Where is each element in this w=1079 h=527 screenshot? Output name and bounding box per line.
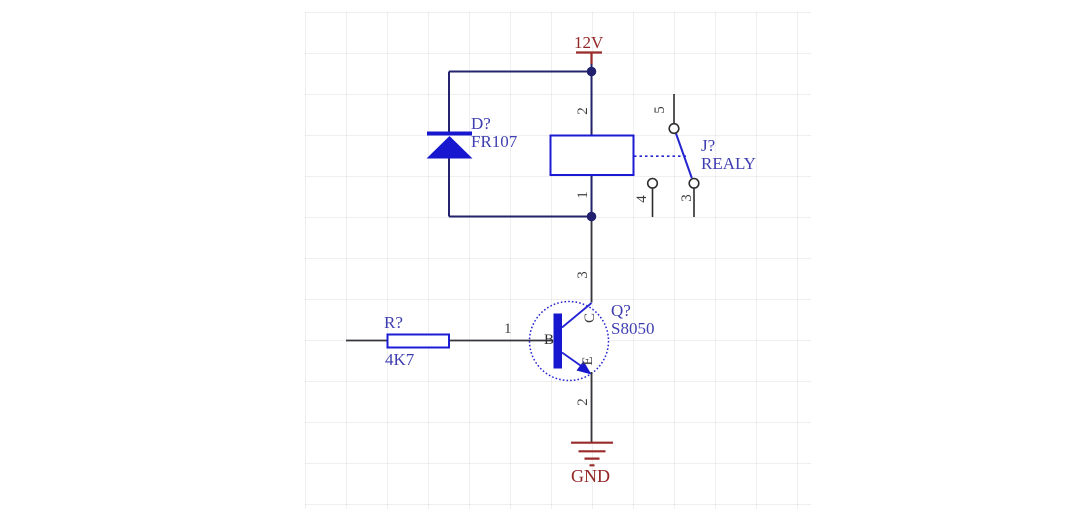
- transistor-designator: Q?: [611, 301, 631, 320]
- transistor-body[interactable]: [528, 300, 610, 382]
- transistor-base-label: B: [544, 332, 555, 348]
- transistor-pin3-number: 3: [574, 271, 591, 279]
- diode-cathode-bar[interactable]: [427, 131, 472, 136]
- switch-contact-5[interactable]: [668, 122, 680, 135]
- relay-pin5-number: 5: [651, 106, 668, 114]
- power-port-12v[interactable]: [576, 51, 602, 65]
- switch-contact-4[interactable]: [646, 177, 659, 189]
- resistor-part: 4K7: [385, 350, 415, 369]
- diode-designator: D?: [471, 114, 491, 133]
- transistor-collector-label: C: [581, 313, 598, 324]
- transistor-pin1-number: 1: [504, 321, 512, 337]
- relay-designator: J?: [701, 136, 716, 155]
- relay-part: REALY: [701, 154, 756, 173]
- wire-net: [448, 64, 593, 218]
- diode-anode-triangle[interactable]: [426, 136, 473, 159]
- ground-net-label: GND: [571, 466, 610, 486]
- transistor-base-bar: [553, 313, 562, 369]
- transistor-pin2-number: 2: [574, 398, 591, 406]
- junction-dot-top: [586, 66, 597, 77]
- switch-contact-3[interactable]: [688, 177, 700, 189]
- junction-dot-bottom: [586, 211, 597, 222]
- switch-lever[interactable]: [675, 133, 693, 179]
- relay-pin1-number: 1: [574, 191, 591, 199]
- transistor-collector-line: [561, 302, 593, 329]
- relay-pin2-number: 2: [574, 107, 591, 115]
- diode-part: FR107: [471, 132, 518, 151]
- relay-coil[interactable]: [549, 134, 635, 176]
- transistor-emitter-label: E: [579, 356, 596, 366]
- ground-symbol[interactable]: [571, 441, 613, 467]
- transistor-emitter-arrow: [576, 361, 592, 375]
- switch-pin-lines: [651, 94, 695, 217]
- relay-pin3-number: 3: [678, 194, 695, 202]
- transistor-part: S8050: [611, 319, 655, 338]
- schematic-grid: [305, 12, 811, 509]
- resistor-designator: R?: [384, 313, 403, 332]
- resistor-body[interactable]: [386, 333, 450, 349]
- relay-pin4-number: 4: [633, 195, 650, 203]
- power-net-label: 12V: [574, 33, 604, 52]
